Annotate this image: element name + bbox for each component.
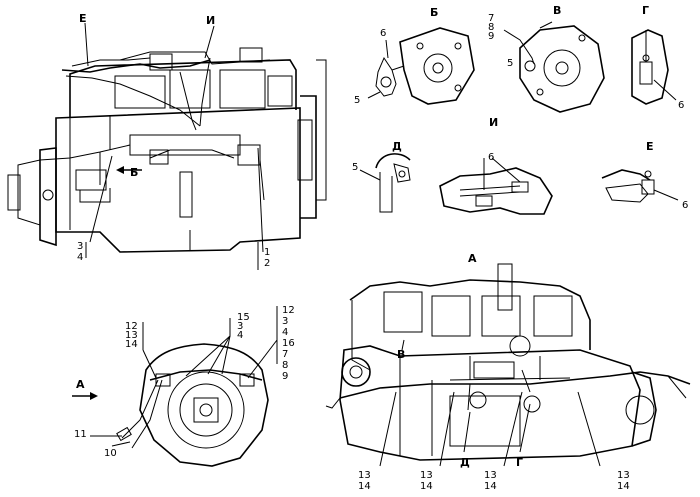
callout-11: 11: [74, 429, 87, 440]
callout-8: 8: [488, 22, 494, 33]
callout-9: 9: [282, 371, 288, 382]
detail-b-caption: Б: [430, 6, 438, 19]
callout-6: 6: [488, 152, 494, 163]
callout-14: 14: [484, 481, 497, 492]
callout-13: 13: [617, 470, 630, 481]
callout-view-b: Б: [130, 166, 138, 179]
callout-7: 7: [282, 349, 288, 360]
detail-v-labels: В 7 8 9 5: [488, 4, 561, 69]
engine-side-view: [7, 22, 327, 270]
callout-15: 15: [237, 312, 250, 323]
detail-d-caption: Д: [392, 140, 402, 153]
callout-1: 1: [264, 247, 270, 258]
callout-12: 12: [282, 305, 295, 316]
arrow-a-label: А: [76, 378, 85, 391]
callout-3: 3: [282, 316, 288, 327]
detail-v: [503, 21, 605, 113]
callout-10: 10: [104, 448, 117, 459]
engine-front-view: [72, 306, 278, 467]
detail-i: [439, 157, 553, 215]
callout-5: 5: [507, 58, 513, 69]
callout-6: 6: [678, 100, 684, 111]
detail-v-caption: В: [553, 4, 561, 17]
callout-4: 4: [282, 327, 288, 338]
callout-5: 5: [352, 162, 358, 173]
view-a-labels: А В 13 14 13 14 Д 13 14 Г 13 14: [358, 252, 630, 492]
callout-16: 16: [282, 338, 295, 349]
callout-2: 2: [264, 258, 270, 269]
view-a-caption: А: [468, 252, 477, 265]
callout-4: 4: [77, 252, 83, 263]
callout-7: 7: [488, 13, 494, 24]
detail-i-caption: И: [489, 116, 498, 129]
detail-g: [631, 29, 677, 105]
detail-g-caption: Г: [642, 4, 649, 17]
engine-side-view-callouts: Е И Б 3 4 1 2: [77, 12, 270, 269]
detail-e: [601, 169, 679, 203]
callout-6: 6: [682, 200, 688, 211]
detail-g-labels: Г 6: [642, 4, 684, 111]
callout-14: 14: [617, 481, 630, 492]
callout-13: 13: [125, 330, 138, 341]
detail-d: [359, 153, 411, 213]
callout-view-e: Е: [79, 12, 87, 25]
detail-b-labels: Б 6 5: [354, 6, 438, 106]
callout-14: 14: [125, 339, 138, 350]
callout-12: 12: [125, 321, 138, 332]
callout-view-i: И: [206, 14, 215, 27]
callout-13: 13: [358, 470, 371, 481]
callout-3: 3: [237, 321, 243, 332]
callout-9: 9: [488, 31, 494, 42]
callout-14: 14: [358, 481, 371, 492]
callout-4: 4: [237, 330, 243, 341]
callout-5: 5: [354, 95, 360, 106]
callout-3: 3: [77, 241, 83, 252]
callout-g: Г: [516, 456, 523, 469]
callout-d: Д: [460, 456, 470, 469]
detail-e-caption: Е: [646, 140, 654, 153]
front-view-callouts: А 12 13 14 15 3 4 12 3 4 16 7 8 9 11 10: [74, 305, 295, 459]
callout-14: 14: [420, 481, 433, 492]
detail-e-labels: Е 6: [646, 140, 688, 211]
callout-v: В: [397, 348, 405, 361]
detail-d-labels: Д 5: [352, 140, 402, 173]
callout-13: 13: [484, 470, 497, 481]
detail-i-labels: И 6: [488, 116, 498, 163]
engine-view-a: [325, 263, 691, 467]
callout-6: 6: [380, 28, 386, 39]
callout-8: 8: [282, 360, 288, 371]
callout-13: 13: [420, 470, 433, 481]
detail-b: [367, 27, 475, 105]
